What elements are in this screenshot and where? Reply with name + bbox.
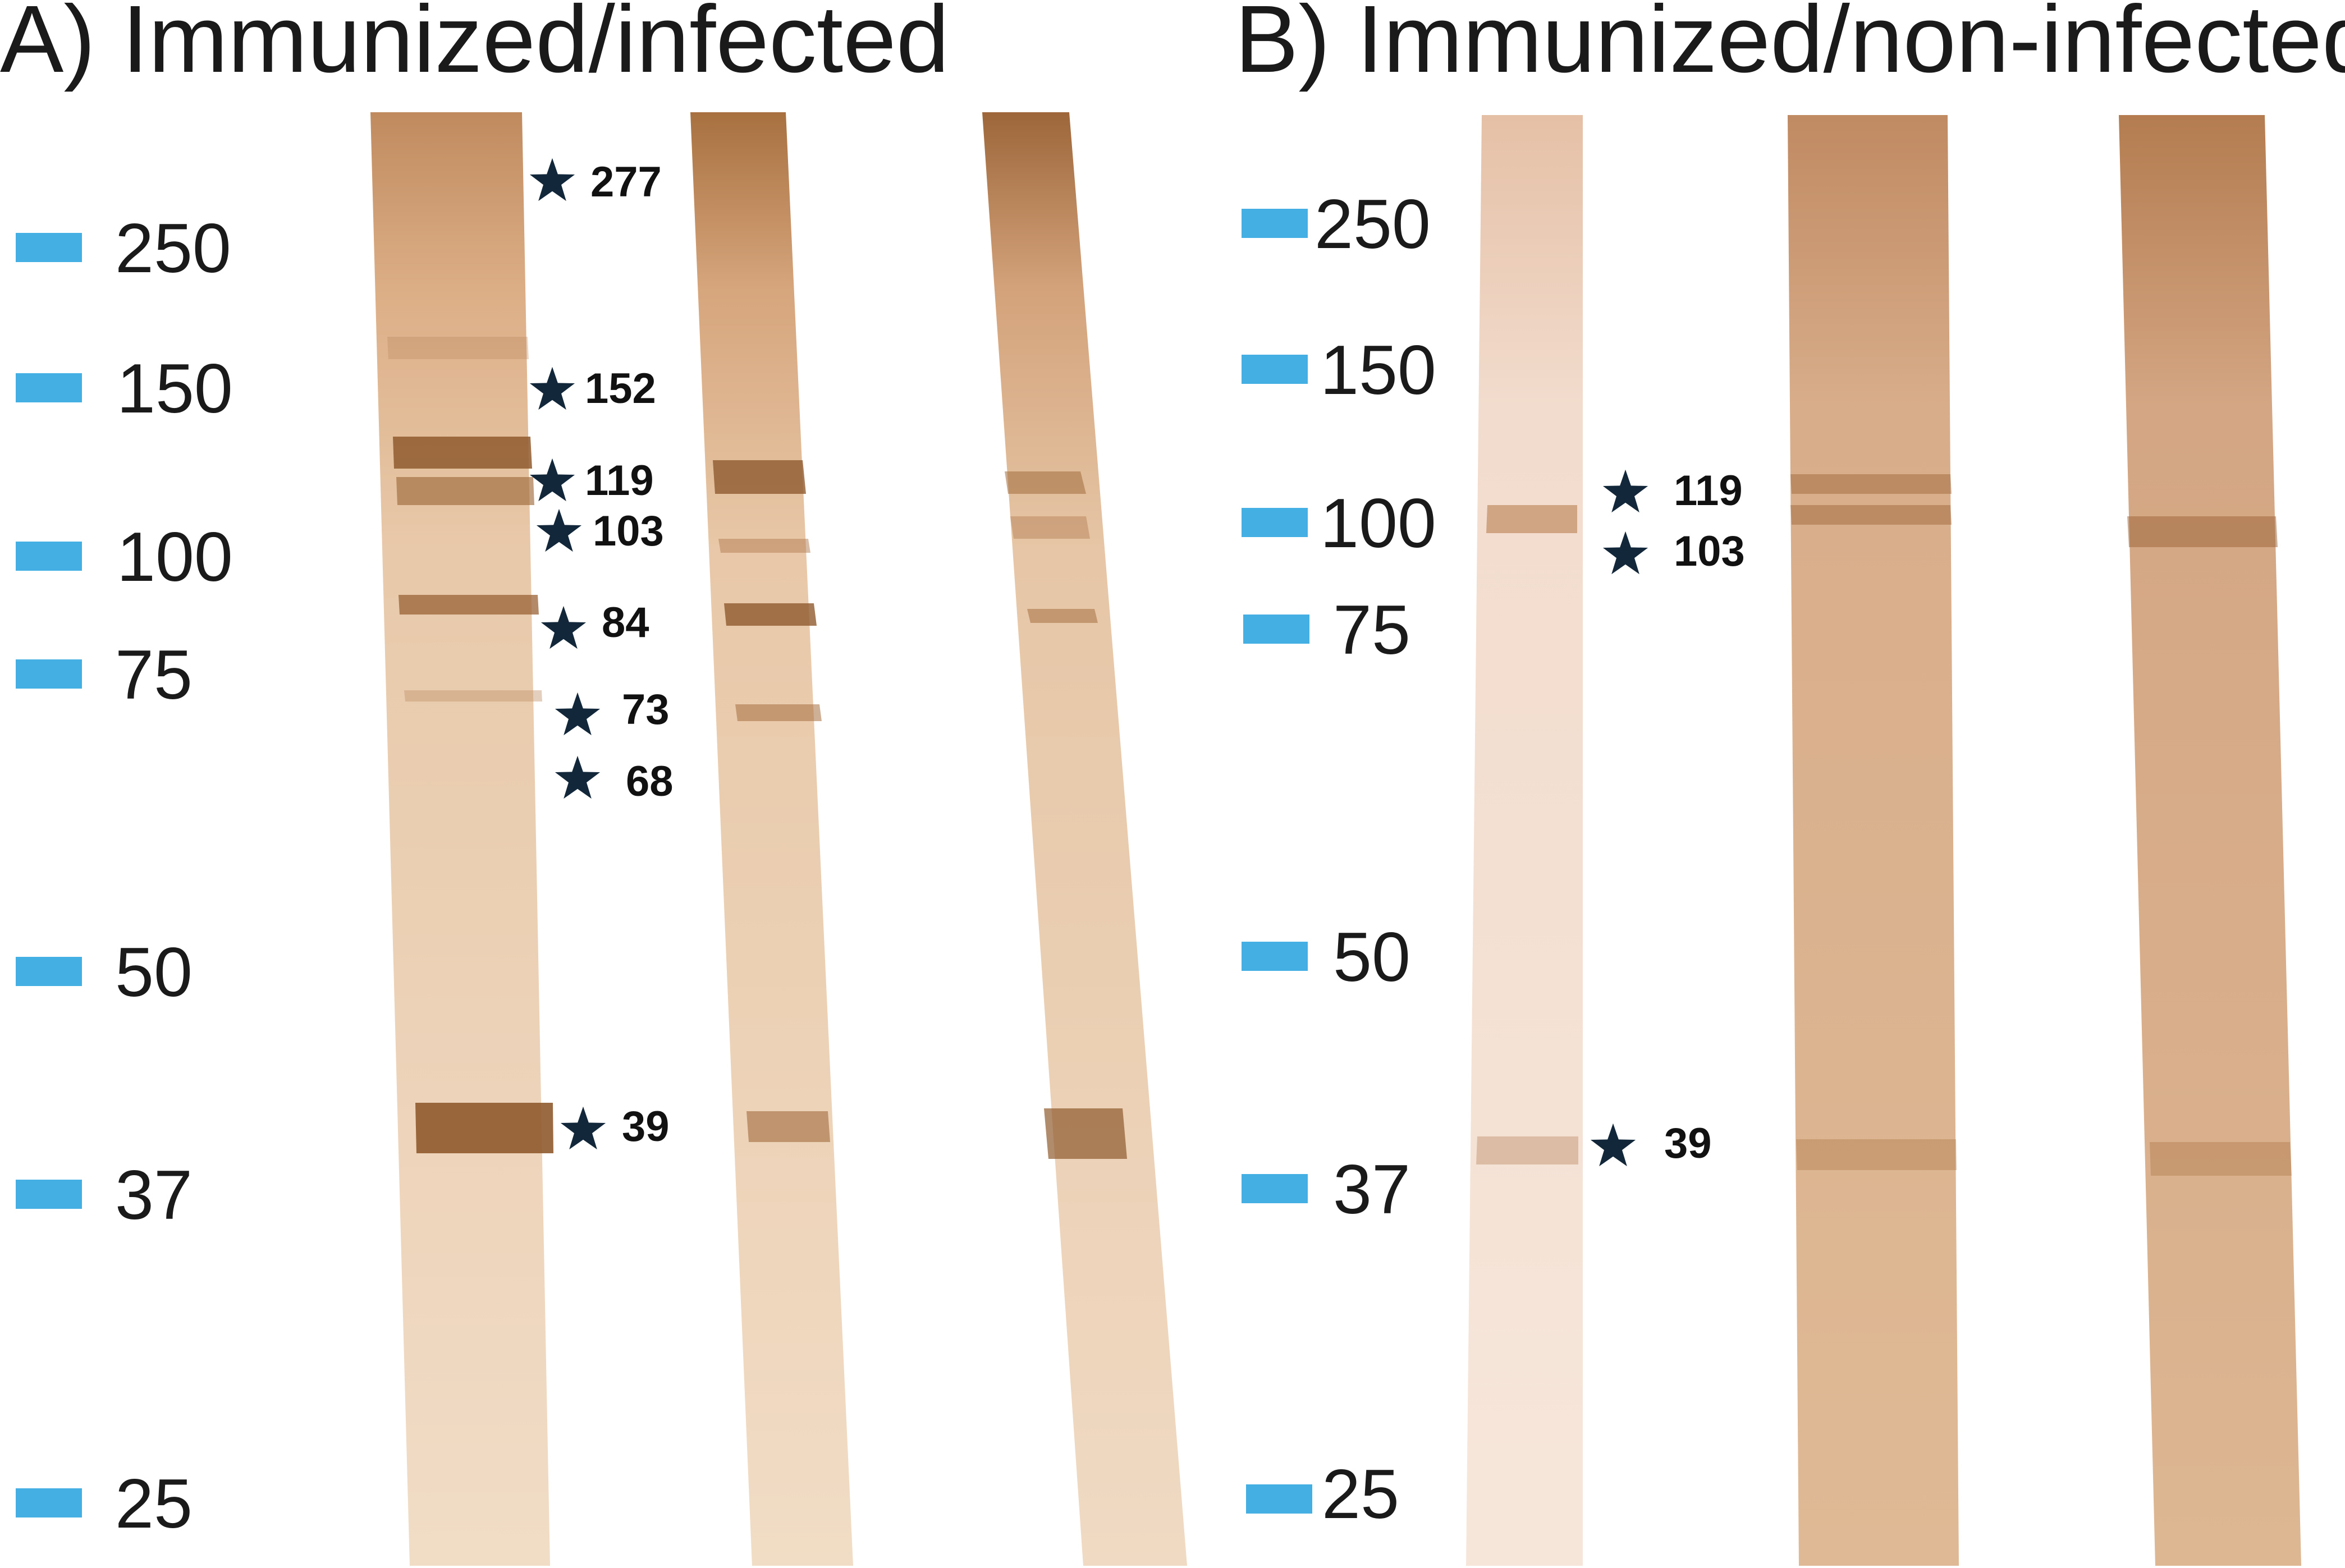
panel-a-marker-75: 75 [16,636,193,714]
panel-a-band-277: 277 [529,158,662,206]
marker-label: 25 [115,1465,193,1543]
band-label: 103 [1674,528,1745,575]
marker-label: 250 [1315,186,1431,263]
panel-b-band-119: 119 [1602,467,1743,515]
marker-bar [16,1180,82,1209]
marker-label: 150 [117,350,233,428]
marker-label: 37 [1333,1151,1410,1228]
band-label: 68 [626,758,674,805]
panel-a-marker-25: 25 [16,1465,193,1543]
panel-a-band-73: 73 [555,686,670,736]
panel-b-marker-50: 50 [1242,919,1410,996]
panel-a-marker-50: 50 [16,934,193,1011]
panel-a-band-68: 68 [555,755,674,805]
marker-label: 100 [117,519,233,596]
marker-bar [1246,1484,1312,1514]
panel-a-lane-3 [982,112,1187,1566]
marker-bar [1242,355,1308,384]
panel-b-lane-1 [1466,115,1583,1566]
marker-label: 250 [115,210,231,287]
panel-a-band-39: 39 [560,1103,670,1150]
marker-label: 150 [1320,332,1436,409]
panel-b-lane-3 [2119,115,2301,1566]
marker-bar [1242,209,1308,238]
band-label: 39 [622,1103,670,1150]
panel-a-lane-1 [370,112,553,1566]
marker-label: 100 [1320,485,1436,562]
band-label: 103 [593,507,664,555]
marker-bar [16,659,82,689]
band-label: 84 [602,599,649,647]
panel-b-marker-250: 250 [1242,186,1431,263]
band-label: 277 [590,158,662,206]
band-label: 152 [585,365,656,412]
panel-b-lane-2 [1788,115,1959,1566]
marker-label: 75 [115,636,193,714]
panel-b-marker-75: 75 [1243,592,1410,669]
panel-a-band-152: 152 [529,365,656,412]
panel-b-title: B) Immunized/non-infected [1235,0,2345,93]
panel-a-marker-37: 37 [16,1157,193,1234]
marker-bar [1242,1174,1308,1203]
panel-a-lane-2 [690,112,853,1566]
marker-label: 50 [1333,919,1410,996]
marker-bar [1242,942,1308,971]
marker-label: 75 [1333,592,1410,669]
panel-b-marker-37: 37 [1242,1151,1410,1228]
band-label: 39 [1664,1120,1712,1167]
panel-a-marker-250: 250 [16,210,231,287]
marker-bar [16,373,82,402]
panel-a-title: A) Immunized/infected [0,0,949,93]
panel-a-marker-150: 150 [16,350,233,428]
panel-a-band-103: 103 [536,507,664,555]
panel-a-marker-100: 100 [16,519,233,596]
panel-b-marker-100: 100 [1242,485,1436,562]
marker-label: 37 [115,1157,193,1234]
band-label: 119 [585,457,654,505]
marker-bar [16,1488,82,1517]
panel-a-band-119: 119 [529,457,654,505]
panel-b-marker-25: 25 [1246,1456,1399,1533]
marker-bar [1243,615,1309,644]
panel-b-band-39: 39 [1590,1120,1712,1167]
band-label: 119 [1674,467,1743,515]
panel-b-marker-150: 150 [1242,332,1436,409]
band-label: 73 [622,686,670,733]
marker-label: 50 [115,934,193,1011]
marker-bar [16,542,82,571]
marker-bar [1242,508,1308,537]
marker-bar [16,233,82,262]
panel-a-band-84: 84 [541,599,649,649]
marker-bar [16,957,82,986]
marker-label: 25 [1322,1456,1399,1533]
panel-b-band-103: 103 [1602,528,1745,575]
